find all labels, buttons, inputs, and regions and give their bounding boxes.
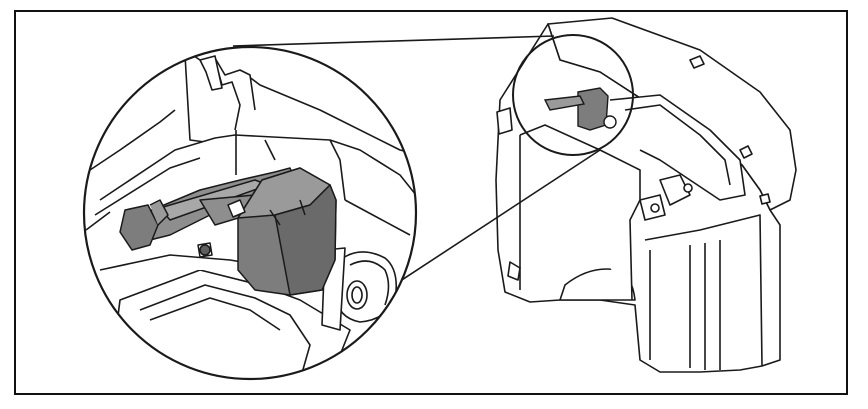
housing-highlighted-part [543, 87, 617, 131]
highlighted-clip-part [119, 167, 337, 296]
housing [495, 17, 797, 373]
callout-source-circle [512, 34, 634, 156]
magnifier-callout [82, 45, 418, 381]
